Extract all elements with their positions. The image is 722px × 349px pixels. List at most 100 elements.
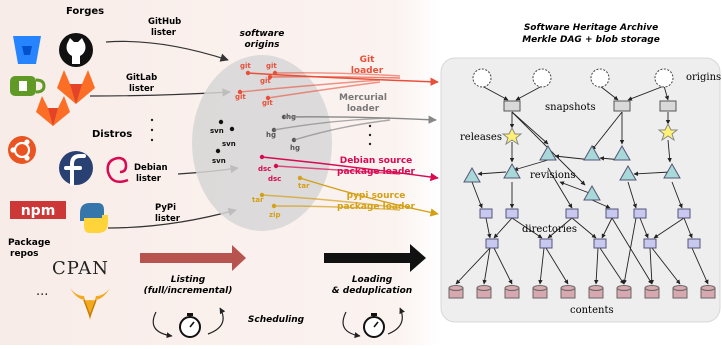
zip-origin-tag: zip	[269, 211, 280, 219]
archive-title-line2: Merkle DAG + blob storage	[522, 35, 660, 45]
git-origins: git git git git git	[235, 62, 277, 107]
gitlab-lister: GitLab lister	[126, 73, 157, 94]
revision-node	[583, 144, 601, 161]
origin-node	[590, 68, 610, 88]
svn-origin-tag: svn	[210, 127, 224, 135]
pypi-loader-arrow	[299, 177, 439, 217]
more-listers-ellipsis	[150, 118, 154, 142]
svn-origin-tag: svn	[222, 140, 236, 148]
git-origin-tag: git	[260, 77, 271, 85]
git-loader-arrow	[247, 72, 439, 86]
loading-label-line1: Loading	[352, 275, 393, 285]
pypi-lister-line2: lister	[155, 214, 181, 224]
hg-origin-tag: hg	[266, 131, 276, 139]
loading-arrow	[324, 244, 426, 272]
dag-directories-label: directories	[522, 224, 577, 235]
dag-revisions-label: revisions	[530, 170, 575, 181]
software-origins-ellipse	[192, 55, 332, 231]
tar-origin-tag: tar	[252, 196, 264, 204]
debian-loader-line2: package loader	[337, 167, 415, 177]
pypi-loader-line1: pypi source	[347, 191, 406, 201]
content-node	[476, 285, 492, 299]
listing-label-line2: (full/incremental)	[144, 286, 233, 296]
github-lister-line1: GitHub	[148, 17, 181, 27]
npm-logo: npm	[10, 201, 66, 219]
dag-contents-label: contents	[570, 305, 614, 316]
directory-node	[479, 208, 493, 219]
git-origin-tag: git	[235, 93, 246, 101]
forges-heading: Forges	[66, 6, 104, 17]
cran-horns-icon	[70, 288, 110, 320]
revision-node	[619, 164, 637, 181]
debian-loader-line1: Debian source	[340, 156, 413, 166]
origin-node	[472, 68, 492, 88]
revision-node	[503, 162, 521, 179]
ubuntu-icon	[8, 136, 36, 164]
github-lister-arrow	[105, 40, 229, 62]
dsc-origin-tag: dsc	[258, 165, 271, 173]
debian-loader-arrow	[261, 156, 439, 182]
cpan-logo: CPAN	[52, 258, 109, 279]
loading-label-line2: & deduplication	[332, 286, 412, 296]
scheduling-label: Scheduling	[248, 315, 305, 325]
gitlab-lister-line1: GitLab	[126, 73, 157, 83]
hg-origin-tag: hg	[290, 144, 300, 152]
git-origin-tag: git	[266, 62, 277, 70]
pypi-lister: PyPi lister	[155, 203, 181, 224]
revision-node	[539, 144, 557, 161]
content-node	[448, 285, 464, 299]
dag-directory-nodes	[479, 208, 701, 249]
snapshot-node	[659, 100, 677, 112]
revision-node	[463, 166, 481, 183]
gitea-icon	[10, 76, 46, 96]
gitlab-lister-line2: lister	[129, 84, 155, 94]
revision-node	[583, 184, 601, 201]
loader-flows	[239, 72, 439, 217]
listing-stopwatch-icon	[152, 307, 226, 339]
dag-releases-label: releases	[460, 132, 502, 143]
debian-loader-label: Debian source package loader	[337, 156, 415, 177]
mercurial-loader-label: Mercurial loader	[339, 93, 387, 114]
release-node	[657, 122, 679, 142]
content-node	[560, 285, 576, 299]
github-lister-line2: lister	[151, 28, 177, 38]
tar-zip-origins: tar tar zip	[252, 182, 310, 219]
directory-node	[539, 238, 553, 249]
tar-origin-tag: tar	[298, 182, 310, 190]
content-node	[532, 285, 548, 299]
merkle-dag-edges	[455, 85, 709, 285]
archive-title-line1: Software Heritage Archive	[524, 23, 658, 33]
debian-lister: Debian lister	[134, 163, 168, 184]
bitbucket-icon	[13, 36, 41, 64]
mercurial-loader-line1: Mercurial	[339, 93, 387, 103]
directory-node	[505, 208, 519, 219]
dsc-origins: dsc dsc	[258, 165, 281, 183]
git-loader-label: Git loader	[351, 55, 384, 76]
package-repos-heading-line1: Package	[8, 238, 50, 248]
directory-node	[565, 208, 579, 219]
npm-logo-text: npm	[21, 203, 56, 219]
origin-node	[654, 68, 674, 88]
release-node	[501, 126, 523, 146]
loading-stopwatch-icon	[342, 307, 405, 339]
git-loader-line1: Git	[360, 55, 375, 65]
dag-release-nodes	[501, 122, 679, 146]
directory-node	[485, 238, 499, 249]
directory-node	[633, 208, 647, 219]
more-loaders-ellipsis	[368, 124, 372, 146]
package-repos-heading-line2: repos	[10, 249, 39, 259]
directory-node	[605, 208, 619, 219]
dag-origins-label: origins	[686, 72, 721, 83]
github-icon	[59, 33, 93, 67]
github-lister: GitHub lister	[148, 17, 181, 38]
directory-node	[677, 208, 691, 219]
mercurial-loader-line2: loader	[347, 104, 380, 114]
content-node	[700, 285, 716, 299]
directory-node	[643, 238, 657, 249]
software-origins-label-line1: software	[240, 29, 285, 39]
gitlab-icon	[57, 70, 95, 104]
listing-arrow	[140, 245, 246, 271]
content-node	[644, 285, 660, 299]
pypi-lister-line1: PyPi	[155, 203, 176, 213]
